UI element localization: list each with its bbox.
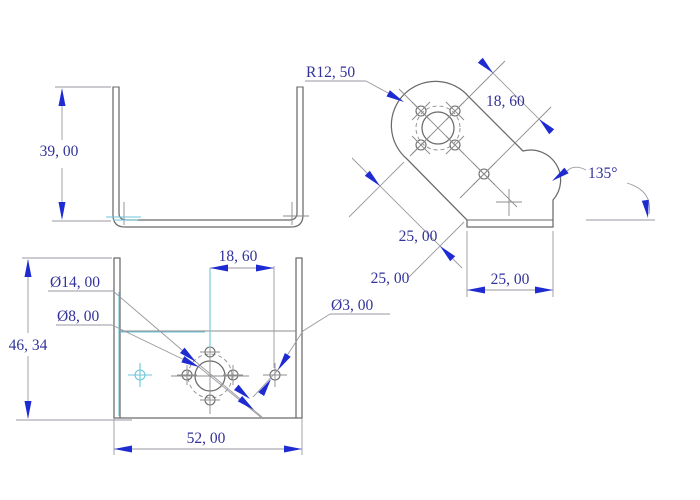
dim-lobe-radius: R12, 50 — [305, 64, 404, 102]
arrow-leader-icon — [278, 353, 291, 370]
arrow-right-icon — [535, 286, 553, 294]
center-hole — [421, 111, 455, 145]
dim-center-hole-diameter: Ø8, 00 — [56, 308, 264, 420]
diagonal-centerlines — [398, 60, 552, 208]
dim-front-hole-spacing: 18, 60 — [209, 248, 275, 368]
dim-leg-height-label: 39, 00 — [40, 143, 79, 160]
u-bend-accent-line — [106, 216, 141, 221]
dim-lobe-radius-label: R12, 50 — [306, 64, 355, 81]
pattern-hole — [449, 139, 461, 151]
bend-center-cross — [496, 189, 522, 216]
u-outer-contour — [112, 86, 304, 228]
arrow-leader-icon — [258, 379, 271, 396]
arrow-icon — [539, 119, 555, 135]
pattern-hole — [449, 105, 461, 117]
arrow-down-icon — [24, 401, 32, 419]
dim-base-width-label: 52, 00 — [187, 430, 226, 447]
bolt-circle-dashed — [415, 105, 461, 151]
small-hole — [478, 168, 490, 180]
arrow-left-icon — [210, 264, 228, 272]
arrow-icon — [364, 170, 380, 186]
u-bend-tangent-ticks — [123, 202, 309, 225]
arrow-icon — [477, 57, 493, 73]
arrow-leader-icon — [180, 347, 196, 362]
arrow-leader-icon — [234, 384, 250, 399]
arrow-left-icon — [467, 286, 485, 294]
dim-slant-length: 25, 00 25, 00 — [348, 157, 465, 287]
pattern-hole — [415, 139, 427, 151]
front-side-tabs — [113, 257, 303, 419]
arrow-left-icon — [114, 445, 132, 453]
right-small-hole-centermark — [263, 363, 287, 387]
left-accent-hole-centermark — [128, 363, 152, 387]
dim-diag-hole-spacing-label: 18, 60 — [486, 93, 525, 110]
arrow-leader-icon — [237, 396, 254, 410]
dim-small-hole-diameter: Ø3, 00 — [252, 297, 390, 398]
dim-flange-width: 25, 00 — [466, 231, 554, 297]
view-angled-bracket — [390, 60, 562, 228]
arrow-up-icon — [58, 88, 66, 106]
dim-bolt-circle-label: Ø14, 00 — [50, 274, 100, 291]
arrow-icon — [641, 199, 649, 218]
dim-center-hole-label: Ø8, 00 — [57, 308, 99, 325]
dim-bend-angle-label: 135° — [588, 165, 617, 182]
front-fold-accent — [118, 292, 205, 416]
arrow-up-icon — [24, 259, 32, 277]
view-u-channel — [106, 86, 309, 228]
dim-front-hole-spacing-label: 18, 60 — [219, 248, 258, 265]
dim-bolt-circle-diameter: Ø14, 00 — [48, 274, 263, 418]
arrow-leader-icon — [181, 356, 199, 367]
dim-base-width: 52, 00 — [113, 418, 303, 455]
u-inner-contour — [118, 86, 298, 221]
dim-diagonal-hole-spacing: 18, 60 — [477, 57, 555, 135]
dim-flange-width-label: 25, 00 — [491, 271, 530, 288]
dim-slant-length-alt-label: 25, 00 — [371, 270, 410, 287]
dim-small-hole-label: Ø3, 00 — [331, 297, 373, 314]
dim-overall-height: 46, 34 — [9, 257, 132, 421]
arrow-right-icon — [256, 264, 274, 272]
pattern-hole — [415, 105, 427, 117]
dim-leg-height: 39, 00 — [40, 86, 111, 222]
arrow-icon — [552, 167, 569, 181]
arrow-icon — [440, 246, 456, 262]
bracket-outline — [390, 80, 562, 228]
arrow-leader-icon — [386, 90, 404, 102]
dim-overall-height-label: 46, 34 — [9, 337, 48, 354]
dim-bend-angle: 135° — [552, 165, 655, 221]
dim-slant-length-label: 25, 00 — [399, 228, 438, 245]
arrow-right-icon — [284, 445, 302, 453]
arrow-down-icon — [58, 202, 66, 220]
